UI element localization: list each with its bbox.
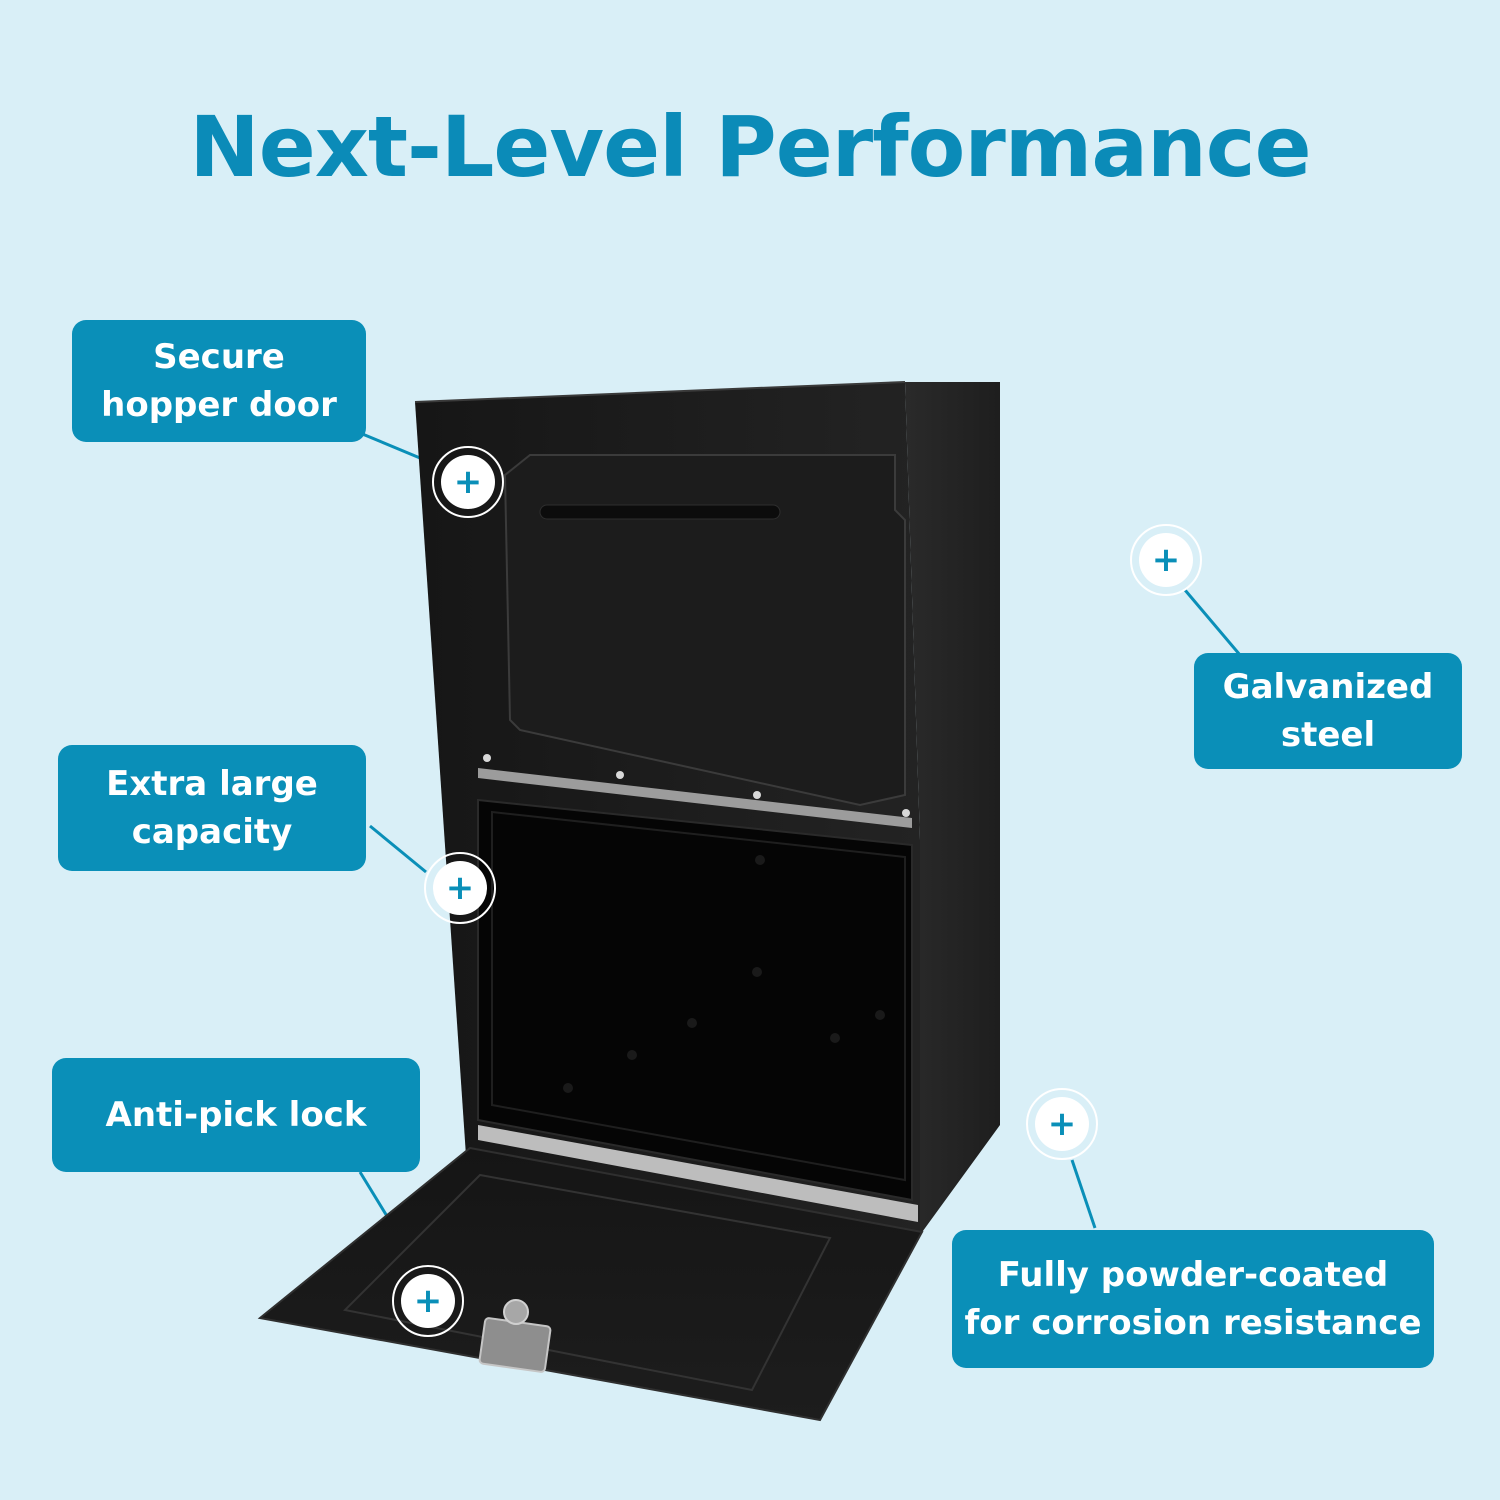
callout-galvanized-steel: Galvanized steel bbox=[1194, 653, 1462, 769]
upper-hinge bbox=[478, 768, 912, 828]
mailbox-side-panel bbox=[905, 382, 1000, 1235]
plus-icon: + bbox=[1035, 1097, 1089, 1151]
callout-line: Anti-pick lock bbox=[105, 1095, 367, 1135]
callout-line: Secure bbox=[153, 337, 285, 377]
interior-compartment bbox=[477, 798, 913, 1202]
callout-secure-hopper-door: Secure hopper door bbox=[72, 320, 366, 442]
plus-icon: + bbox=[433, 861, 487, 915]
callout-line: for corrosion resistance bbox=[964, 1303, 1422, 1343]
callout-line: steel bbox=[1280, 715, 1376, 755]
lower-door bbox=[257, 1146, 924, 1422]
callout-line: Fully powder-coated bbox=[997, 1255, 1389, 1295]
plus-icon: + bbox=[441, 455, 495, 509]
callout-line: Galvanized bbox=[1222, 667, 1434, 707]
plus-icon: + bbox=[1139, 533, 1193, 587]
callout-line: Extra large bbox=[106, 764, 318, 804]
page-title: Next-Level Performance bbox=[189, 98, 1311, 196]
hopper-handle bbox=[539, 504, 781, 520]
marker-powder-coated[interactable]: + bbox=[1026, 1088, 1098, 1160]
marker-galvanized-steel[interactable]: + bbox=[1130, 524, 1202, 596]
callout-extra-large-capacity: Extra large capacity bbox=[58, 745, 366, 871]
callout-line: hopper door bbox=[101, 385, 337, 425]
hopper-door-panel bbox=[503, 454, 906, 807]
lower-hinge bbox=[478, 1125, 918, 1222]
marker-extra-large-capacity[interactable]: + bbox=[424, 852, 496, 924]
lock bbox=[478, 1299, 552, 1373]
marker-anti-pick-lock[interactable]: + bbox=[392, 1265, 464, 1337]
plus-icon: + bbox=[401, 1274, 455, 1328]
callout-anti-pick-lock: Anti-pick lock bbox=[52, 1058, 420, 1172]
marker-secure-hopper-door[interactable]: + bbox=[432, 446, 504, 518]
callout-line: capacity bbox=[131, 812, 293, 852]
callout-powder-coated: Fully powder-coated for corrosion resist… bbox=[952, 1230, 1434, 1368]
